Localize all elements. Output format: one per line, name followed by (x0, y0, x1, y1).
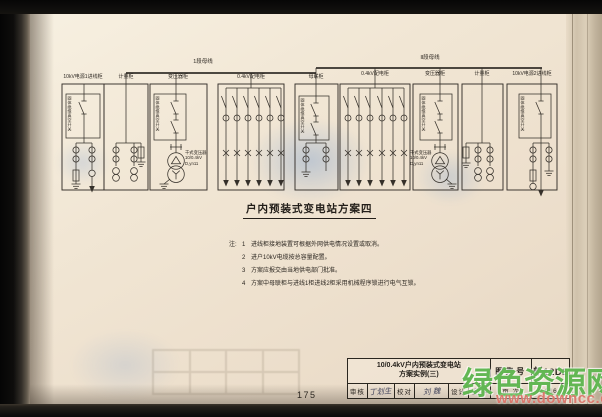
cabinet-label-metering-1: 计量柜 (118, 74, 134, 80)
blue-stain (55, 140, 110, 185)
notes: 注: 1 进线柜接地装置可根据外网供电情况设置或取消。 2 进户10kV电缆按总… (229, 242, 420, 294)
watermark-site-url: www.downcc.com (496, 390, 602, 407)
checker-signature: 刘 魏 (422, 385, 441, 397)
note-prefix: 注: (229, 242, 237, 248)
watermark-site-name: 绿色资源网 (462, 366, 602, 401)
cabinet-label-bus-tie: 母联柜 (308, 74, 324, 80)
note-number: 1 (242, 242, 246, 248)
cabinet-label-incoming-2: 10kV电源2进线柜 (512, 71, 552, 77)
atlas-no: 新12D2 (533, 367, 569, 378)
transformer-name: 干式变压器 (185, 150, 207, 155)
cabinet-outlines (61, 83, 558, 191)
page-label: 页 次 (502, 389, 520, 396)
checker-label: 校对 (397, 389, 412, 396)
atlas-no-label: 图集号 (495, 366, 527, 376)
title-block-title-line1: 10/0.4kV户内预装式变电站 (376, 362, 461, 370)
page-value: A16 (544, 387, 558, 395)
cabinet-distribution-2 (342, 87, 408, 187)
transformer-vector-group: D,yn11 (410, 160, 424, 166)
blue-stain (415, 150, 485, 205)
page-edge-line (572, 14, 573, 404)
cabinet-metering-2 (461, 84, 494, 182)
reviewer-signature: 丁划生 (369, 385, 393, 397)
page-value-cell: A16 (532, 384, 569, 398)
note-number: 2 (242, 254, 246, 261)
book-edge-top (0, 0, 602, 14)
book-spine (0, 0, 30, 417)
cabinet-label-transformer-2: 变压器柜 (424, 71, 445, 77)
transformer-spec-left: 干式变压器 10/0.4kV D,yn11 (185, 150, 206, 166)
busbar-section2 (316, 67, 542, 88)
atlas-page (28, 14, 602, 404)
transformer-spec-right: 干式变压器 10/0.4kV D,yn11 (410, 150, 431, 166)
switch-type-label-4: 固体绝缘真空开关 (421, 96, 427, 132)
switch-type-label-5: 固体绝缘真空开关 (520, 96, 526, 132)
switch-type-label-2: 固体绝缘真空开关 (155, 96, 161, 132)
page-label-cell: 页 次 (491, 384, 533, 398)
cabinet-incoming-1 (65, 84, 101, 193)
title-block-title-line2: 方案实例(三) (399, 371, 439, 378)
note-row: 注: 1 进线柜接地装置可根据外网供电情况设置或取消。 (229, 242, 420, 249)
page-edge-line (587, 14, 588, 404)
book-edge-bottom (0, 404, 602, 417)
note-text: 进户10kV电缆按总容量配置。 (251, 254, 331, 261)
reviewer-label: 审核 (349, 389, 365, 396)
title-block: 10/0.4kV户内预装式变电站 方案实例(三) 图集号 新12D2 审核 丁划… (347, 358, 570, 399)
note-row: 2 进户10kV电缆按总容量配置。 (229, 255, 420, 262)
note-row: 4 方案中母联柜与进线1柜进线2柜采用机械程序锁进行电气互锁。 (229, 281, 420, 288)
transformer-name: 干式变压器 (410, 150, 432, 155)
designer-signature-cell: 绍泽 (469, 384, 491, 398)
checker-label-cell: 校对 (395, 384, 416, 398)
page-bottom-shadow (28, 384, 602, 404)
designer-label: 设计 (451, 389, 466, 396)
blue-stain (70, 330, 180, 400)
switch-type-label-3: 固体绝缘真空开关 (300, 98, 306, 134)
cabinet-label-distribution-2: 0.4kV配电柜 (361, 71, 389, 77)
transformer-ratio: 10/0.4kV (185, 155, 202, 161)
bleedthrough-table (152, 349, 300, 395)
cabinet-incoming-2 (518, 68, 554, 197)
reviewer-label-cell: 审核 (348, 384, 368, 398)
cabinet-transformer-2 (419, 68, 457, 189)
reviewer-signature-cell: 丁划生 (368, 384, 395, 398)
switch-type-label-1: 固体绝缘真空开关 (67, 96, 73, 132)
cabinet-metering-1 (112, 84, 146, 182)
bus1-label: 1段母线 (193, 59, 213, 65)
cabinet-label-metering-2: 计量柜 (474, 71, 490, 77)
cabinet-transformer-1 (153, 73, 187, 189)
bus2-label: Ⅱ段母线 (420, 55, 440, 61)
title-block-title: 10/0.4kV户内预装式变电站 方案实例(三) (348, 359, 491, 384)
page-gutter-shadow (28, 14, 54, 404)
note-number: 4 (242, 280, 246, 287)
checker-signature-cell: 刘 魏 (415, 384, 450, 398)
cabinet-label-transformer-1: 变压器柜 (167, 74, 188, 80)
cabinet-label-incoming-1: 10kV电源1进线柜 (63, 74, 103, 80)
note-text: 方案中母联柜与进线1柜进线2柜采用机械程序锁进行电气互锁。 (251, 280, 420, 287)
atlas-no-label-cell: 图集号 (490, 359, 533, 384)
cabinet-distribution-1 (220, 87, 285, 187)
cabinet-bus-tie (298, 68, 330, 177)
atlas-no-cell: 新12D2 (532, 359, 569, 384)
scheme-title: 户内预装式变电站方案四 (243, 201, 376, 219)
note-text: 进线柜接地装置可根据外网供电情况设置或取消。 (251, 242, 384, 248)
page-number: 175 (297, 390, 317, 400)
transformer-vector-group: D,yn11 (185, 160, 199, 166)
note-text: 方案应报交由当地供电部门批准。 (251, 267, 342, 274)
note-number: 3 (242, 267, 246, 274)
cabinet-label-distribution-1: 0.4kV配电柜 (237, 74, 265, 80)
transformer-ratio: 10/0.4kV (410, 155, 427, 161)
note-row: 3 方案应报交由当地供电部门批准。 (229, 268, 420, 275)
busbar-section1 (125, 72, 316, 88)
designer-label-cell: 设计 (449, 384, 469, 398)
